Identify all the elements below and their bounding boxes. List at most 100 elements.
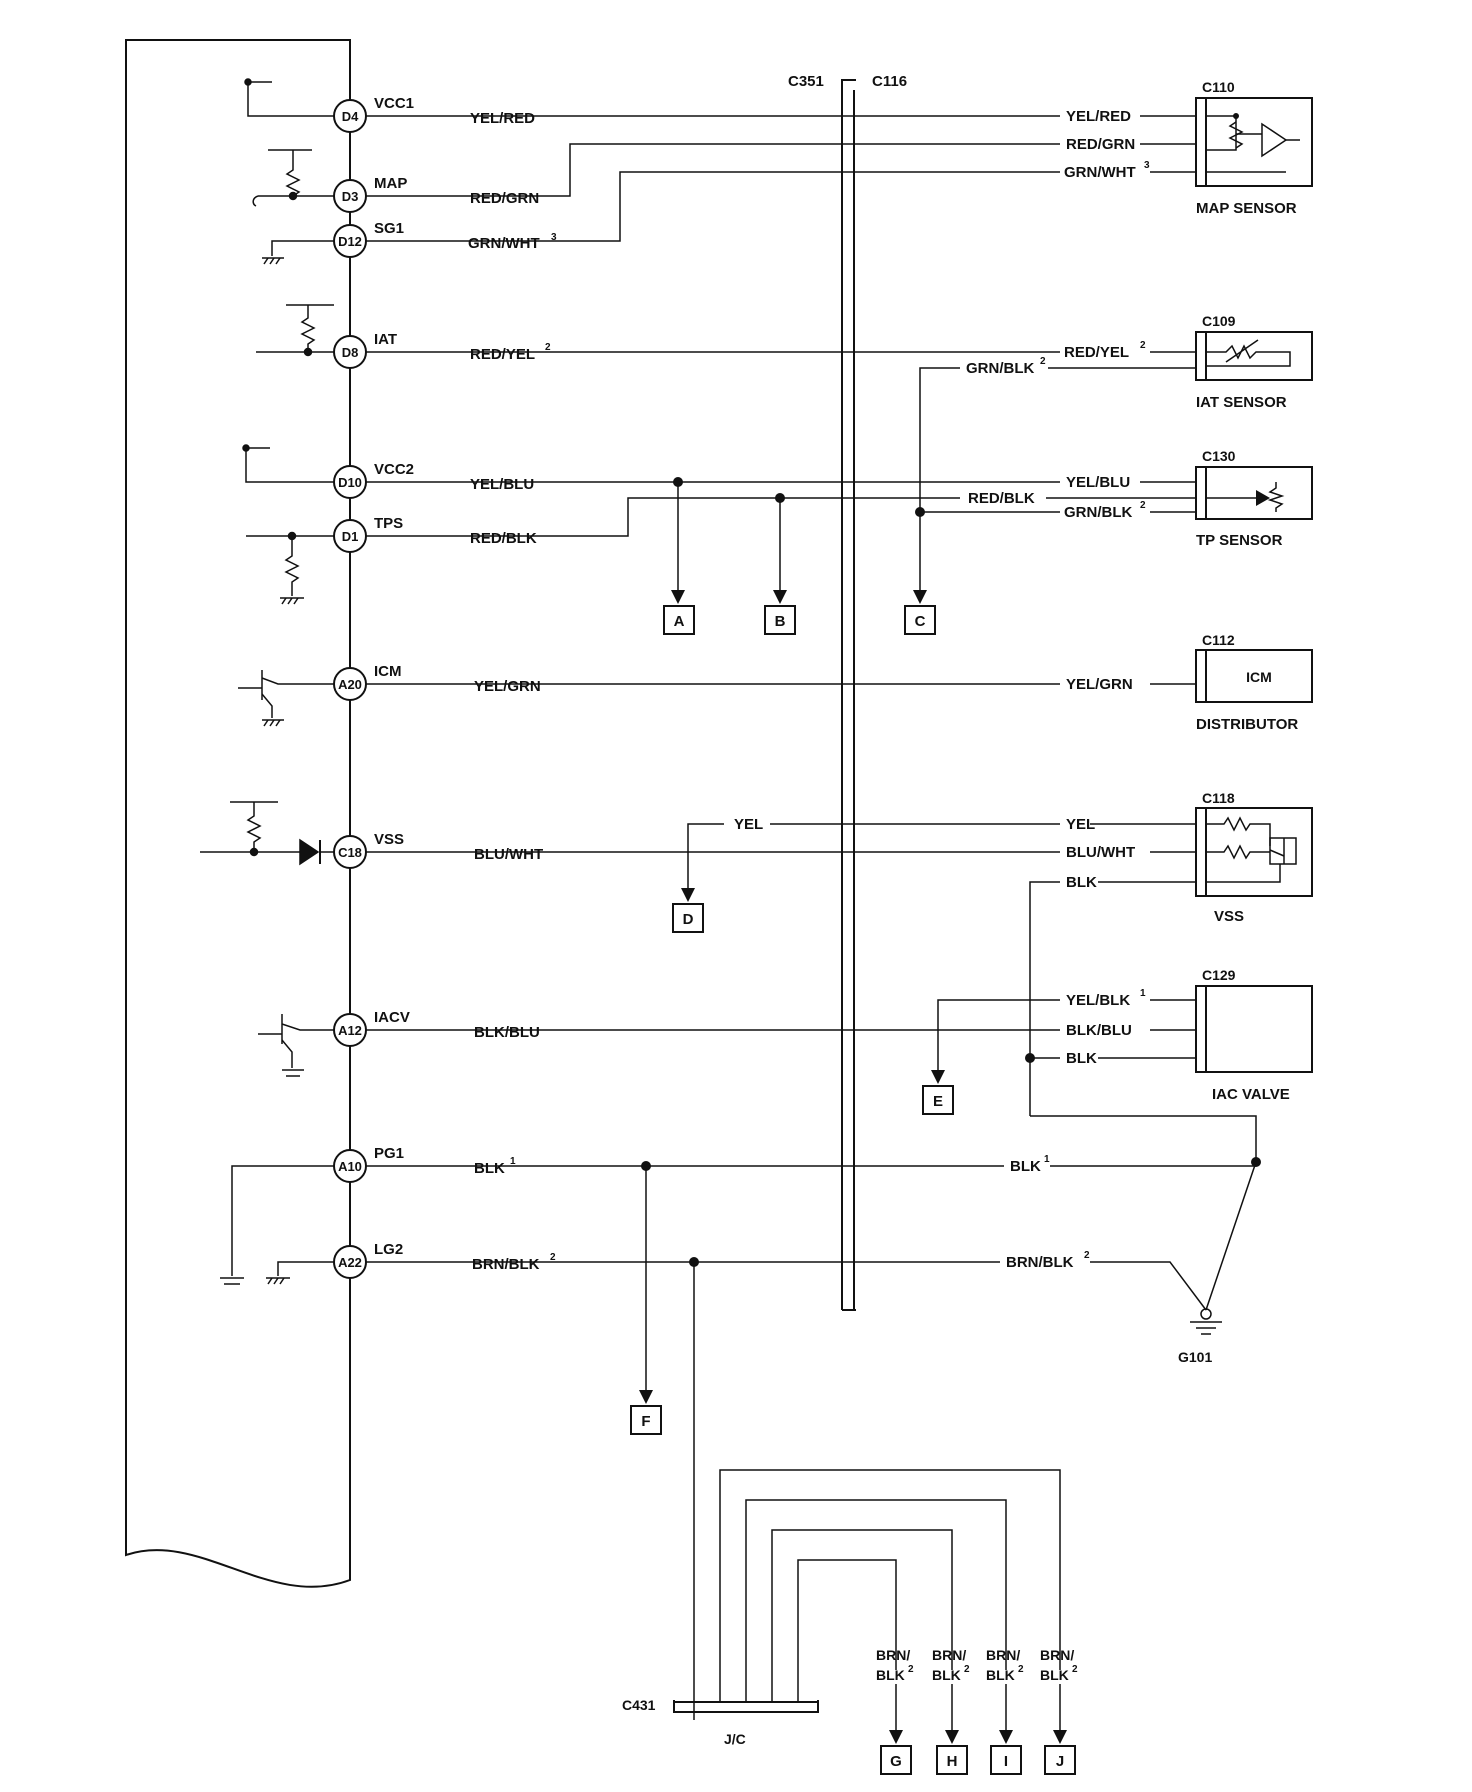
splice-label: A	[674, 613, 685, 630]
distributor: C112 ICM DISTRIBUTOR	[1195, 632, 1313, 733]
splice-label: F	[641, 1413, 650, 1430]
wire-sup: 2	[545, 342, 551, 353]
junction-label: J/C	[724, 1731, 746, 1747]
ecm-pin-d10: D10 VCC2 YEL/BLU	[333, 461, 534, 499]
component-name: VSS	[1214, 908, 1244, 925]
pin-label: A12	[338, 1023, 362, 1038]
ecm-pin-a10: A10 PG1 BLK 1	[333, 1145, 516, 1183]
component-name: IAC VALVE	[1212, 1086, 1290, 1103]
splice-b: B	[764, 590, 796, 635]
wire-label: BLK	[1066, 874, 1097, 891]
wire-label: YEL/GRN	[1066, 676, 1133, 693]
splice-label: I	[1004, 1753, 1008, 1770]
component-name: IAT SENSOR	[1196, 394, 1287, 411]
ecm-pin-c18: C18 VSS BLU/WHT	[333, 831, 543, 869]
jc-branch-j: BRN/ BLK 2 J	[1040, 1647, 1078, 1775]
wire-sup: 2	[1140, 340, 1146, 351]
wire-label: BRN/	[932, 1647, 966, 1663]
splice-f: F	[630, 1390, 662, 1435]
map-sensor: C110 MAP SENSOR	[1195, 79, 1313, 217]
connector-c116-label: C116	[872, 73, 907, 90]
signal-label: VCC2	[374, 461, 414, 478]
ground-g101: G101	[1178, 1308, 1222, 1365]
wire-label: RED/BLK	[470, 530, 537, 547]
jc-branch-g: BRN/ BLK 2 G	[876, 1647, 914, 1775]
wire-sup: 2	[908, 1664, 914, 1675]
ecm-pin-a20: A20 ICM YEL/GRN	[333, 663, 541, 701]
connector-label: C130	[1202, 448, 1236, 464]
connector-label: C431	[622, 1697, 656, 1713]
wire-sup: 1	[510, 1156, 516, 1167]
splice-label: D	[683, 911, 694, 928]
pin-label: D12	[338, 234, 362, 249]
wire-label: BLK	[1066, 1050, 1097, 1067]
wire-sup: 2	[1018, 1664, 1024, 1675]
wire-label: BLK	[932, 1667, 961, 1683]
splice-label: C	[915, 613, 926, 630]
connector-label: C110	[1202, 79, 1235, 95]
wire-sup: 1	[1044, 1154, 1050, 1165]
wire-sup: 2	[964, 1664, 970, 1675]
wire-label: YEL/BLK	[1066, 992, 1130, 1009]
signal-label: LG2	[374, 1241, 403, 1258]
vss-sensor: C118 VSS	[1195, 790, 1313, 925]
wire-label: BLK/BLU	[474, 1024, 540, 1041]
splice-label: J	[1056, 1753, 1064, 1770]
signal-label: PG1	[374, 1145, 404, 1162]
wire-label: YEL/RED	[1066, 108, 1131, 125]
wire-label: BLK	[1040, 1667, 1069, 1683]
ecm-pin-d8: D8 IAT RED/YEL 2	[333, 331, 551, 369]
ecm-pin-d1: D1 TPS RED/BLK	[333, 515, 537, 553]
right-wire-labels: YEL/RED RED/GRN GRN/WHT 3 RED/YEL 2 GRN/…	[734, 108, 1150, 1271]
pin-label: C18	[338, 845, 362, 860]
wire-label: GRN/WHT	[468, 235, 540, 252]
wire-sup: 3	[1144, 160, 1150, 171]
wire-label: BLK	[1010, 1158, 1041, 1175]
tp-sensor: C130 TP SENSOR	[1195, 448, 1313, 549]
connector-label: C118	[1202, 790, 1235, 806]
wire-runs	[366, 115, 1261, 1720]
signal-label: ICM	[374, 663, 402, 680]
splice-c: C	[904, 590, 936, 635]
ecm-pin-d3: D3 MAP RED/GRN	[333, 175, 539, 213]
wire-label: BLK	[474, 1160, 505, 1177]
signal-label: IACV	[374, 1009, 410, 1026]
signal-label: IAT	[374, 331, 397, 348]
wire-sup: 2	[1140, 500, 1146, 511]
wire-label: RED/YEL	[470, 346, 535, 363]
connector-c351-label: C351	[788, 73, 824, 90]
pin-label: D8	[342, 345, 359, 360]
pin-label: D4	[342, 109, 359, 124]
pin-label: A10	[338, 1159, 362, 1174]
wire-label: BLU/WHT	[474, 846, 543, 863]
wire-label: BLK/BLU	[1066, 1022, 1132, 1039]
wire-label: YEL/BLU	[1066, 474, 1130, 491]
jc-branch-i: BRN/ BLK 2 I	[986, 1647, 1024, 1775]
junction-connector-c431: C431 J/C	[622, 1469, 1061, 1747]
splice-label: H	[947, 1753, 958, 1770]
splice-e: E	[922, 1070, 954, 1115]
ecm-pin-a22: A22 LG2 BRN/BLK 2	[333, 1241, 556, 1279]
ecm-pin-a12: A12 IACV BLK/BLU	[333, 1009, 540, 1047]
wire-sup: 3	[551, 232, 557, 243]
component-name: MAP SENSOR	[1196, 200, 1297, 217]
iac-valve: C129 IAC VALVE	[1195, 967, 1313, 1103]
icm-label: ICM	[1246, 669, 1272, 685]
wire-label: YEL/GRN	[474, 678, 541, 695]
inline-connector-c351-c116: C351 C116	[788, 73, 907, 1311]
wire-label: BRN/	[1040, 1647, 1074, 1663]
wire-label: YEL/BLU	[470, 476, 534, 493]
splice-a: A	[663, 590, 695, 635]
wire-label: GRN/BLK	[1064, 504, 1132, 521]
jc-branch-lines	[895, 1684, 1061, 1732]
wire-label: GRN/WHT	[1064, 164, 1136, 181]
wire-label: RED/GRN	[470, 190, 539, 207]
pin-label: D3	[342, 189, 359, 204]
wire-sup: 2	[1040, 356, 1046, 367]
signal-label: VCC1	[374, 95, 414, 112]
splice-label: B	[775, 613, 786, 630]
wire-sup: 2	[1084, 1250, 1090, 1261]
wire-label: BRN/BLK	[472, 1256, 540, 1273]
wire-label: RED/YEL	[1064, 344, 1129, 361]
